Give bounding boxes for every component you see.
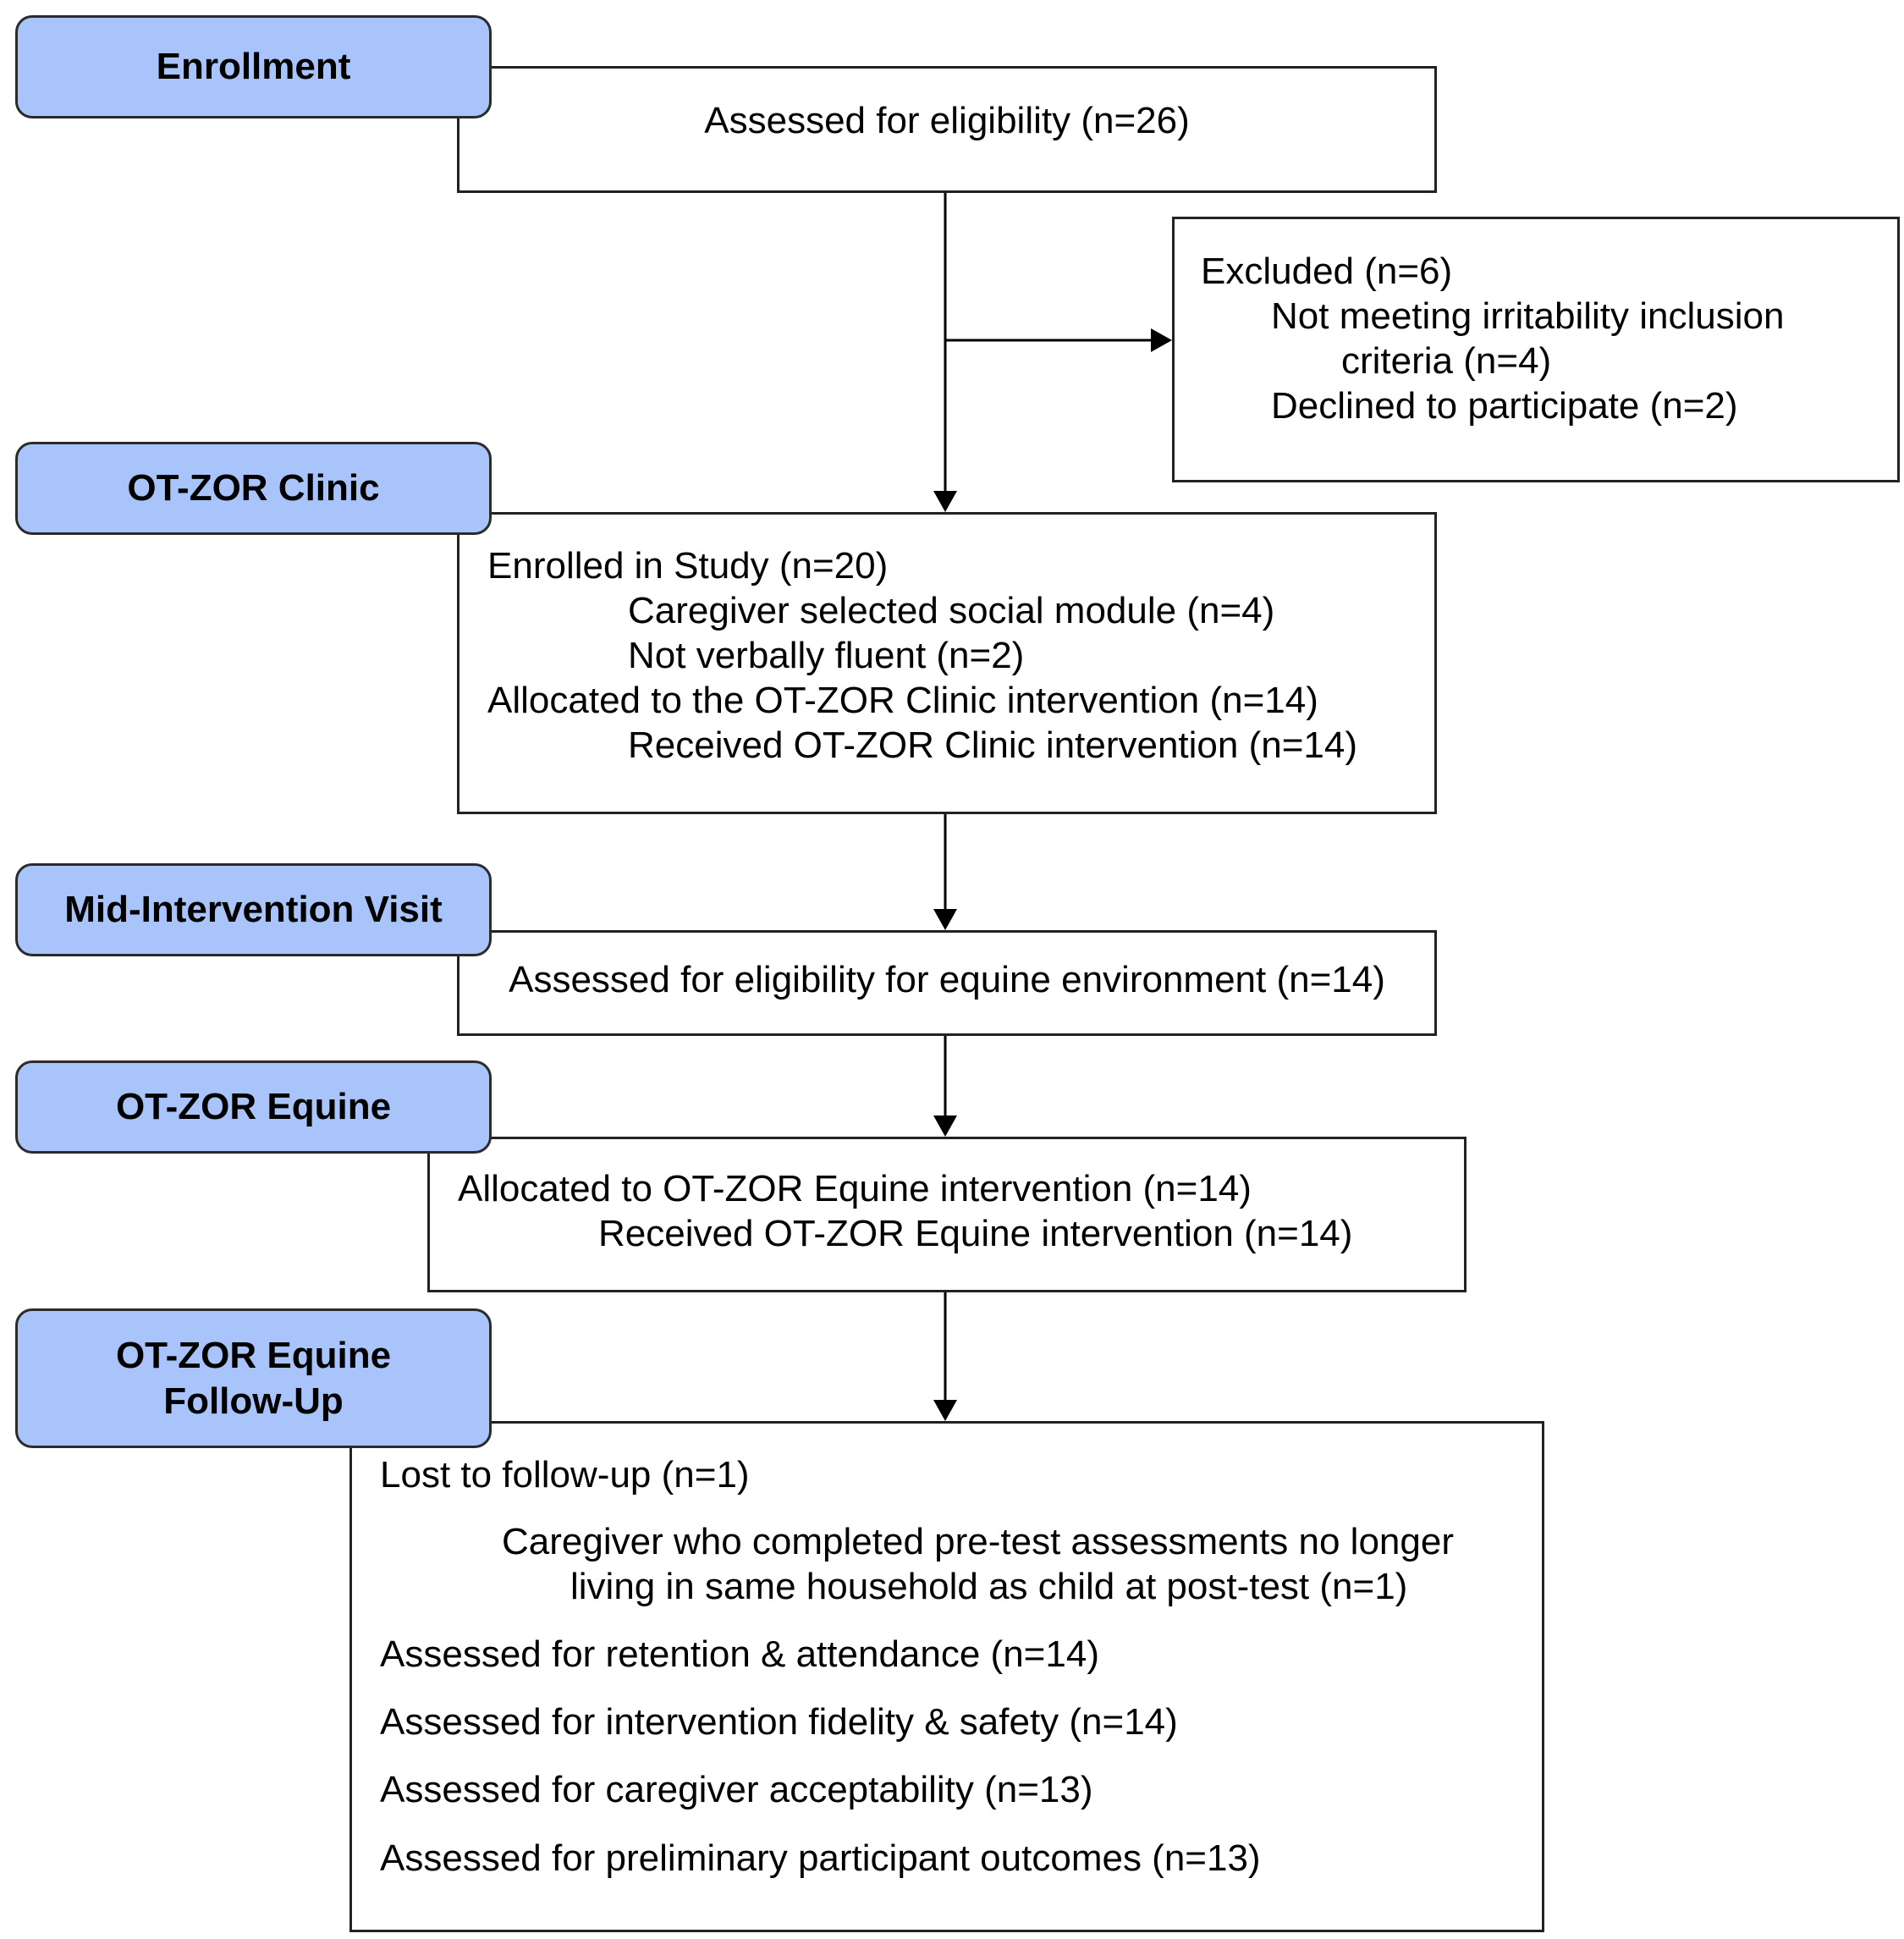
enrolled-verbal: Not verbally fluent (n=2) [628,635,1025,676]
enrolled-box: Enrolled in Study (n=20) Caregiver selec… [457,512,1437,814]
stage-followup-line2: Follow-Up [163,1380,344,1422]
followup-caregiver-line1: Caregiver who completed pre-test assessm… [502,1521,1454,1562]
mid-assessed-box: Assessed for eligibility for equine envi… [457,930,1437,1036]
excluded-declined: Declined to participate (n=2) [1271,385,1738,427]
equine-received: Received OT-ZOR Equine intervention (n=1… [598,1213,1353,1254]
equine-box: Allocated to OT-ZOR Equine intervention … [427,1137,1467,1292]
stage-mid-intervention: Mid-Intervention Visit [15,863,492,956]
excluded-irritability-line2: criteria (n=4) [1341,340,1552,382]
mid-assessed-text: Assessed for eligibility for equine envi… [509,959,1385,1000]
followup-retention: Assessed for retention & attendance (n=1… [380,1633,1099,1675]
followup-acceptability: Assessed for caregiver acceptability (n=… [380,1769,1093,1810]
excluded-irritability-line1: Not meeting irritability inclusion [1271,295,1785,337]
assessed-box: Assessed for eligibility (n=26) [457,66,1437,193]
followup-outcomes: Assessed for preliminary participant out… [380,1837,1261,1879]
stage-equine: OT-ZOR Equine [15,1060,492,1154]
stage-clinic: OT-ZOR Clinic [15,442,492,535]
arrowhead-followup [933,1400,957,1421]
enrolled-title: Enrolled in Study (n=20) [487,545,889,587]
stage-enrollment: Enrollment [15,15,492,118]
enrolled-social: Caregiver selected social module (n=4) [628,590,1275,631]
arrowhead-mid [933,909,957,930]
followup-box: Lost to follow-up (n=1) Caregiver who co… [349,1421,1544,1932]
stage-followup-line1: OT-ZOR Equine [115,1334,392,1376]
excluded-box: Excluded (n=6) Not meeting irritability … [1172,217,1900,482]
arrowhead-equine [933,1115,957,1137]
stage-followup: OT-ZOR Equine Follow-Up [15,1308,492,1448]
arrowhead-enrolled [933,491,957,512]
excluded-title: Excluded (n=6) [1201,251,1453,292]
followup-caregiver-line2: living in same household as child at pos… [570,1566,1408,1607]
assessed-text: Assessed for eligibility (n=26) [704,100,1190,141]
enrolled-received: Received OT-ZOR Clinic intervention (n=1… [628,724,1357,766]
arrowhead-excluded [1151,328,1172,352]
enrolled-allocated: Allocated to the OT-ZOR Clinic intervent… [487,680,1318,721]
followup-lost: Lost to follow-up (n=1) [380,1454,750,1496]
followup-fidelity: Assessed for intervention fidelity & saf… [380,1701,1178,1743]
equine-allocated: Allocated to OT-ZOR Equine intervention … [458,1168,1252,1209]
